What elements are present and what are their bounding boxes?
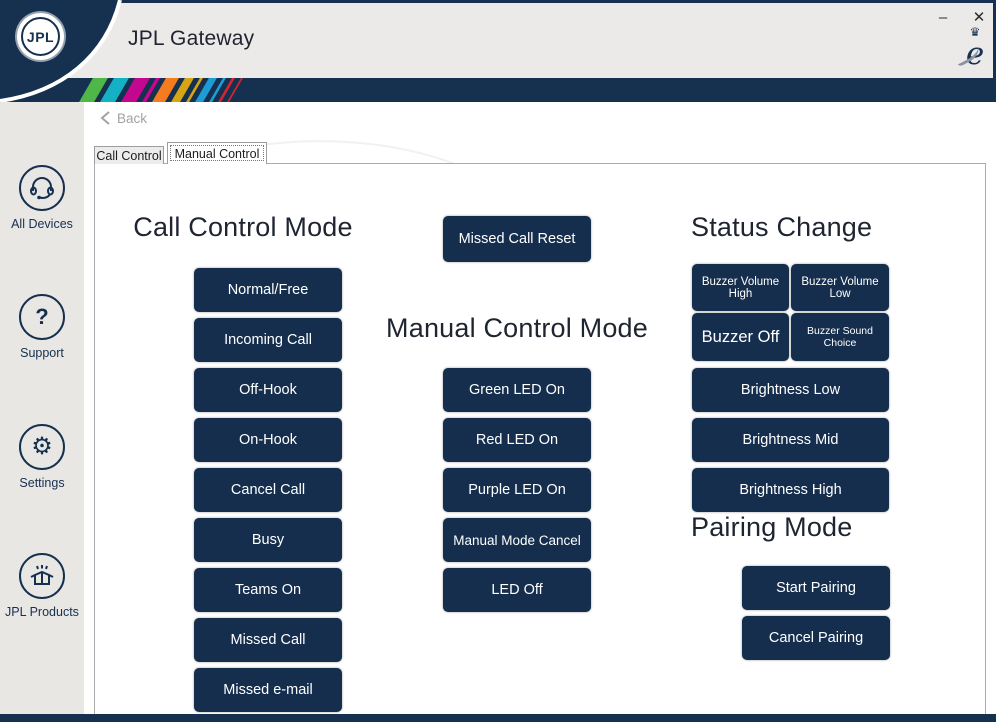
missed-call-reset-button[interactable]: Missed Call Reset (443, 216, 591, 262)
teams-on-button[interactable]: Teams On (194, 568, 342, 612)
brightness-mid-button[interactable]: Brightness Mid (692, 418, 889, 462)
chevron-left-icon (100, 111, 110, 125)
status-change-title: Status Change (691, 212, 873, 242)
accent-band (0, 78, 996, 102)
app-title: JPL Gateway (128, 27, 255, 50)
start-pairing-button[interactable]: Start Pairing (742, 566, 890, 610)
pairing-mode-title: Pairing Mode (691, 512, 853, 542)
window-right-edge (993, 0, 996, 78)
green-led-on-button[interactable]: Green LED On (443, 368, 591, 412)
question-icon: ? (19, 294, 65, 340)
red-led-on-button[interactable]: Red LED On (443, 418, 591, 462)
close-button[interactable]: ✕ (966, 6, 992, 30)
cancel-pairing-button[interactable]: Cancel Pairing (742, 616, 890, 660)
window-top-edge (0, 0, 996, 3)
missed-call-button[interactable]: Missed Call (194, 618, 342, 662)
headset-icon (19, 165, 65, 211)
back-label: Back (117, 110, 148, 126)
queens-award-logo: ♛ e (951, 25, 994, 78)
buzzer-off-button[interactable]: Buzzer Off (692, 313, 789, 361)
minimize-button[interactable]: – (930, 6, 956, 30)
crown-icon: ♛ (969, 25, 981, 39)
cancel-call-button[interactable]: Cancel Call (194, 468, 342, 512)
brightness-high-button[interactable]: Brightness High (692, 468, 889, 512)
busy-button[interactable]: Busy (194, 518, 342, 562)
sidebar-item-settings[interactable]: ⚙ Settings (0, 424, 84, 490)
title-bar (0, 3, 996, 78)
buzzer-volume-low-button[interactable]: Buzzer Volume Low (791, 264, 889, 311)
manual-control-mode-title: Manual Control Mode (386, 313, 648, 343)
sidebar-item-support[interactable]: ? Support (0, 294, 84, 360)
brightness-low-button[interactable]: Brightness Low (692, 368, 889, 412)
accent-stripes (76, 78, 246, 102)
sidebar-item-label: Settings (19, 476, 65, 490)
jpl-logo: JPL (17, 13, 64, 60)
sidebar-item-label: Support (20, 346, 64, 360)
off-hook-button[interactable]: Off-Hook (194, 368, 342, 412)
missed-email-button[interactable]: Missed e-mail (194, 668, 342, 712)
call-control-mode-title: Call Control Mode (133, 212, 353, 242)
sidebar-item-label: All Devices (11, 217, 73, 231)
tab-manual-control[interactable]: Manual Control (167, 142, 267, 164)
normal-free-button[interactable]: Normal/Free (194, 268, 342, 312)
gear-icon: ⚙ (19, 424, 65, 470)
led-off-button[interactable]: LED Off (443, 568, 591, 612)
window-bottom-edge (0, 714, 996, 722)
sidebar-item-jpl-products[interactable]: JPL Products (0, 553, 84, 619)
on-hook-button[interactable]: On-Hook (194, 418, 342, 462)
back-button[interactable]: Back (100, 110, 147, 126)
manual-mode-cancel-button[interactable]: Manual Mode Cancel (443, 518, 591, 562)
open-box-icon (19, 553, 65, 599)
jpl-logo-text: JPL (26, 28, 55, 45)
buzzer-sound-choice-button[interactable]: Buzzer Sound Choice (791, 313, 889, 361)
incoming-call-button[interactable]: Incoming Call (194, 318, 342, 362)
tab-call-control[interactable]: Call Control (94, 146, 164, 164)
award-letter: e (965, 36, 985, 72)
purple-led-on-button[interactable]: Purple LED On (443, 468, 591, 512)
buzzer-volume-high-button[interactable]: Buzzer Volume High (692, 264, 789, 311)
jpl-logo-ring: JPL (21, 17, 60, 56)
sidebar-item-all-devices[interactable]: All Devices (0, 165, 84, 231)
sidebar-item-label: JPL Products (5, 605, 79, 619)
